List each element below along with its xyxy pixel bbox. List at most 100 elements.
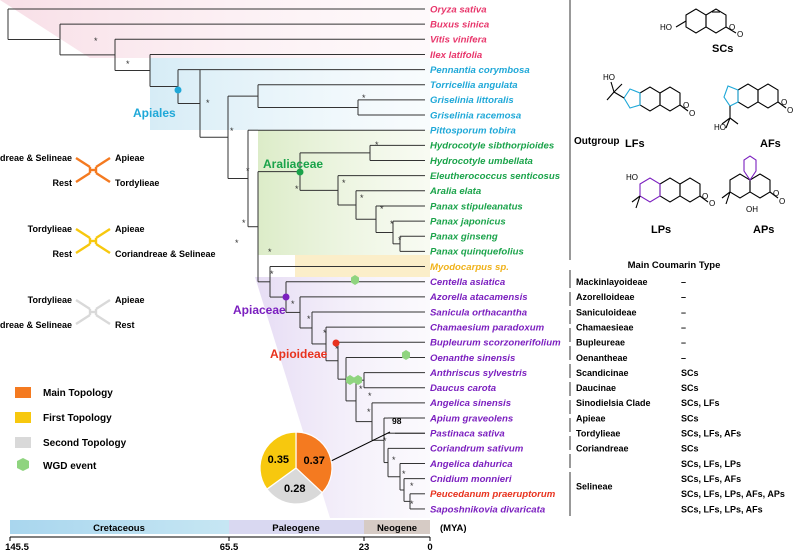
aps-structure-label: APs [753,224,774,236]
tribe-name: Oenantheae [576,353,628,363]
taxon-label: Pastinaca sativa [430,429,505,440]
support-asterisk: * [230,126,234,136]
afs-structure [721,83,787,129]
support-asterisk: * [206,98,210,108]
topology-label: Tordylieae [115,178,159,188]
legend-label-main: Main Topology [43,388,113,399]
wgd-hexagon [351,275,359,285]
svg-text:HO: HO [660,23,672,32]
topology-label: Apieae [115,295,145,305]
svg-text:O: O [689,109,695,118]
svg-text:O: O [702,192,708,201]
taxon-label: Anthriscus sylvestris [429,368,527,379]
support-asterisk: * [295,184,299,194]
lfs-structure [606,81,689,112]
tick-145: 145.5 [5,542,29,551]
lfs-structure-label: LFs [625,138,645,150]
svg-text:HO: HO [714,123,726,132]
svg-text:OH: OH [746,205,758,214]
period-neogene-bar [364,520,430,534]
taxon-label: Angelica sinensis [429,398,511,409]
taxon-label: Torricellia angulata [430,80,518,91]
node-support-asterisks: ***************************** [94,36,414,509]
taxon-label: Apium graveolens [429,413,513,424]
svg-text:O: O [779,197,785,206]
support-asterisk: * [367,407,371,417]
apiales-node-marker [174,86,182,94]
topology-label: Rest [52,178,72,188]
taxon-label: Hydrocotyle sibthorpioides [430,141,554,152]
pie-slice-label: 0.37 [303,455,324,467]
tick-65: 65.5 [220,542,239,551]
taxon-label: Vitis vinifera [430,35,487,46]
taxon-label: Pittosporum tobira [430,126,516,137]
support-asterisk: * [270,269,274,279]
tribe-coumarin-type: – [681,353,686,363]
taxon-label: Panax quinquefolius [430,247,524,258]
tribe-coumarin-type: – [681,307,686,317]
tribe-coumarin-type: – [681,292,686,302]
legend-swatch-main [15,387,31,398]
tribe-name: Selineae [576,482,613,492]
tribe-name: Saniculoideae [576,307,637,317]
legend-swatch-second [15,437,31,448]
svg-text:O: O [787,106,793,115]
topology-icons: Coriandreae & SelineaeRestApieaeTordylie… [0,153,216,330]
pie-slice-label: 0.35 [268,454,289,466]
taxon-label: Eleutherococcus senticosus [430,171,560,182]
support-asterisk: * [392,455,396,465]
tribe-coumarin-type: SCs [681,444,699,454]
legend-label-first: First Topology [43,413,112,424]
apiaceae-node-marker [282,293,290,301]
tribe-name: Apieae [576,413,606,423]
support-asterisk: * [323,328,327,338]
legend: Main Topology First Topology Second Topo… [15,387,127,472]
support-asterisk: * [94,36,98,46]
topology-label: Rest [115,320,135,330]
support-asterisk: * [368,391,372,401]
support-asterisk: * [380,204,384,214]
outgroup-label: Outgroup [574,136,620,147]
taxon-label: Griselinia littoralis [430,95,514,106]
topology-icon: Coriandreae & SelineaeRestApieaeTordylie… [0,153,159,188]
svg-text:O: O [737,30,743,39]
clade-shading [0,0,430,518]
topology-icon: TordylieaeCoriandreae & SelineaeApieaeRe… [0,295,145,330]
tribe-name: Azorelloideae [576,292,635,302]
support-asterisk: * [402,469,406,479]
support-asterisk: * [291,299,295,309]
structure-labels: HO O O SCs HO O O LFs O O HO AFs HO O O … [603,23,793,236]
scs-structure-label: SCs [712,43,733,55]
apioideae-node-marker [332,339,340,347]
period-paleogene-bar [229,520,364,534]
support-asterisk: * [360,193,364,203]
support-asterisk: * [242,218,246,228]
wgd-hexagon [346,375,354,385]
taxon-label: Cnidium monnieri [430,474,512,485]
svg-text:O: O [709,199,715,208]
topology-label: Rest [52,249,72,259]
support-asterisk: * [268,247,272,257]
support-asterisk: * [126,59,130,69]
wgd-hexagon [402,350,410,360]
tribe-name: Tordylieae [576,429,620,439]
tribe-coumarin-type: SCs [681,383,699,393]
taxon-label: Saposhnikovia divaricata [430,504,546,515]
pie-slice-label: 0.28 [284,483,305,495]
tribe-name: Coriandreae [576,444,629,454]
clade-label-apiaceae: Apiaceae [233,303,286,317]
topology-label: Apieae [115,224,145,234]
svg-text:HO: HO [603,73,615,82]
svg-text:HO: HO [626,173,638,182]
taxon-label: Panax japonicus [430,216,506,227]
svg-text:O: O [773,189,779,198]
topology-label: Coriandreae & Selineae [115,249,216,259]
taxon-label: Aralia elata [429,186,482,197]
legend-swatch-first [15,412,31,423]
support-asterisk: * [390,219,394,229]
taxon-label: Griselinia racemosa [430,110,522,121]
aps-structure [721,155,779,205]
tribe-coumarin-type: SCs, LFs, LPs [681,459,741,469]
tribe-coumarin-type: – [681,277,686,287]
